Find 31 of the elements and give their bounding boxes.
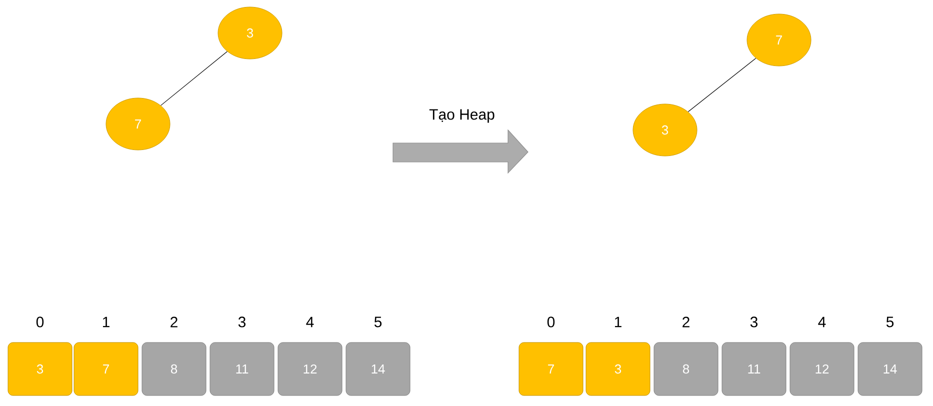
array-cell: 8	[654, 342, 718, 396]
index-label: 3	[238, 316, 246, 328]
tree-edge	[160, 51, 228, 106]
array-cell: 3	[586, 342, 650, 396]
array-cell: 12	[278, 342, 342, 396]
index-label: 0	[547, 316, 555, 328]
index-label: 5	[886, 316, 894, 328]
array-cell: 7	[74, 342, 138, 396]
tree-edge	[688, 58, 756, 112]
array-cell: 11	[210, 342, 274, 396]
arrow-caption: Tạo Heap	[429, 109, 494, 123]
tree-node: 3	[218, 6, 282, 60]
array-cell: 12	[790, 342, 854, 396]
array-cell: 8	[142, 342, 206, 396]
index-label: 3	[750, 316, 758, 328]
index-label: 0	[36, 316, 44, 328]
array-cell: 14	[346, 342, 410, 396]
index-label: 2	[682, 316, 690, 328]
index-label: 4	[818, 316, 826, 328]
array-cell: 14	[858, 342, 922, 396]
tree-node: 7	[106, 98, 170, 150]
index-label: 2	[170, 316, 178, 328]
array-cell: 11	[722, 342, 786, 396]
index-label: 4	[306, 316, 314, 328]
index-label: 1	[614, 316, 622, 328]
tree-node: 7	[746, 14, 812, 66]
index-label: 1	[103, 316, 110, 328]
array-cell: 3	[8, 342, 72, 396]
index-label: 5	[374, 316, 382, 328]
tree-node: 3	[632, 104, 698, 156]
array-cell: 7	[518, 342, 584, 396]
